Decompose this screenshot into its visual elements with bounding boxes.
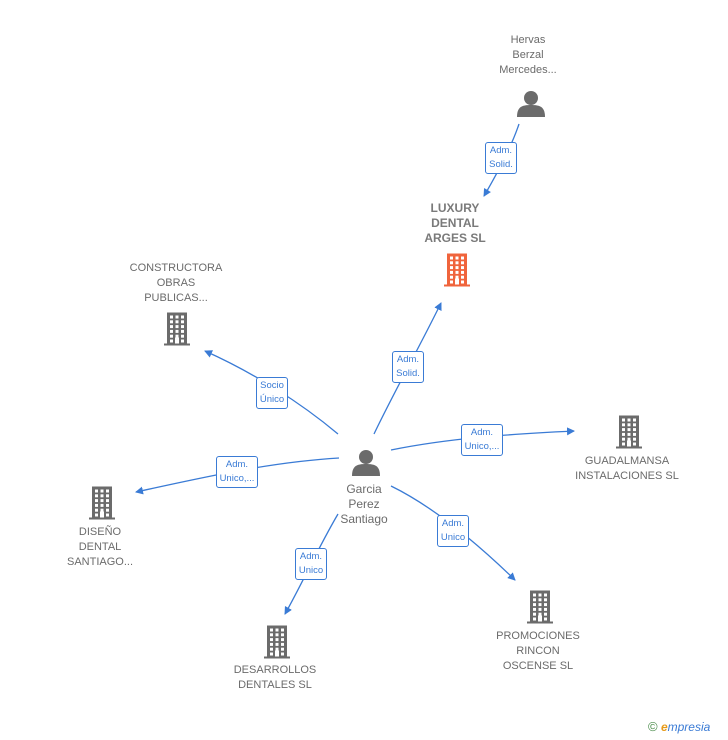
node-label-desarrollos[interactable]: DESARROLLOS DENTALES SL: [233, 664, 317, 691]
edge-label-garcia-promociones[interactable]: Adm. Unico: [436, 515, 470, 547]
building-icon-desarrollos[interactable]: [264, 625, 290, 659]
person-icon-garcia[interactable]: [352, 450, 380, 476]
building-icon-diseno[interactable]: [89, 486, 115, 520]
building-icon-guadalmansa[interactable]: [616, 415, 642, 449]
node-label-promociones[interactable]: PROMOCIONES RINCON OSCENSE SL: [496, 630, 580, 672]
node-label-garcia[interactable]: Garcia Perez Santiago: [340, 482, 388, 526]
node-label-diseno[interactable]: DISEÑO DENTAL SANTIAGO...: [66, 526, 133, 568]
edge-label-garcia-luxury[interactable]: Adm. Solid.: [392, 351, 424, 383]
footer-brand: © empresia: [648, 719, 710, 734]
edge-label-hervas-luxury[interactable]: Adm. Solid.: [485, 142, 517, 174]
building-icon-luxury[interactable]: [444, 253, 470, 287]
edge-label-garcia-diseno[interactable]: Adm. Unico,...: [215, 456, 259, 488]
edges-layer: [135, 123, 575, 615]
brand-logo: empresia: [660, 720, 711, 734]
edge-label-garcia-desarrollos[interactable]: Adm. Unico: [294, 548, 328, 580]
edge-label-garcia-guadalmansa[interactable]: Adm. Unico,...: [460, 424, 504, 456]
building-icon-promociones[interactable]: [527, 590, 553, 624]
person-icon-hervas[interactable]: [517, 91, 545, 117]
building-icon-constructora[interactable]: [164, 312, 190, 346]
node-label-luxury[interactable]: LUXURY DENTAL ARGES SL: [424, 201, 486, 245]
copyright-symbol: ©: [648, 719, 658, 734]
node-label-constructora[interactable]: CONSTRUCTORA OBRAS PUBLICAS...: [129, 262, 223, 304]
edge-label-garcia-constructora[interactable]: Socio Único: [255, 377, 289, 409]
node-label-hervas[interactable]: Hervas Berzal Mercedes...: [499, 34, 557, 76]
icons-layer: [89, 91, 642, 659]
node-label-guadalmansa[interactable]: GUADALMANSA INSTALACIONES SL: [575, 455, 679, 482]
